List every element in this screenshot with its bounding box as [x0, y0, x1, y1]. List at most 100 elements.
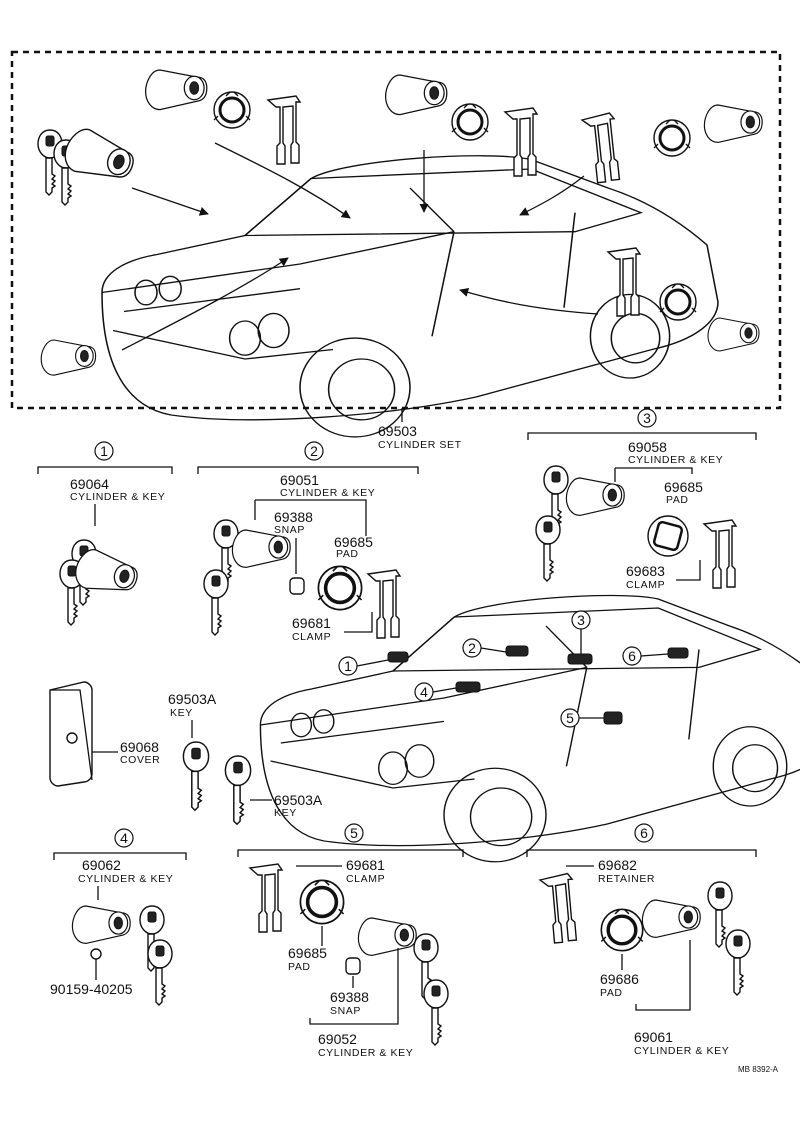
group-1-callout: [94, 441, 114, 461]
top-part-pad-2: [450, 102, 490, 142]
group-5-clamp: [249, 863, 283, 933]
group-4-id: 4: [120, 830, 128, 846]
group-4-part-number-2: 90159-40205: [50, 981, 133, 997]
group-2-cylinder-key: [203, 519, 291, 636]
group-3-cylinder-key: [535, 465, 625, 582]
group-3-part-name-2: PAD: [666, 494, 689, 506]
group-6-part-name-2: PAD: [600, 987, 623, 999]
key-2-number: 69503A: [274, 792, 323, 808]
group-4-screw: [90, 948, 102, 970]
group-4-callout: [114, 828, 134, 848]
top-part-door-cylinder-2: [384, 74, 448, 116]
top-part-pad-4: [658, 282, 698, 322]
group-5-part-number-2: 69685: [288, 945, 327, 961]
group-1-part-name: CYLINDER & KEY: [70, 491, 165, 503]
group-5-part-number-4: 69052: [318, 1031, 357, 1047]
group-2-part-name-2: SNAP: [274, 524, 305, 536]
group-6-cylinder-key: [641, 881, 751, 996]
group-5-id: 5: [350, 825, 358, 841]
group-5-cylinder-key: [357, 917, 449, 1046]
group-3-part-number-3: 69683: [626, 563, 665, 579]
key-1-number: 69503A: [168, 691, 217, 707]
top-part-door-cylinder: [144, 69, 208, 111]
group-5-part-name-2: PAD: [288, 961, 311, 973]
reference-code: MB 8392-A: [738, 1065, 779, 1074]
group-5-part-name-3: SNAP: [330, 1005, 361, 1017]
cover-number: 69068: [120, 739, 159, 755]
group-3-callout: [637, 408, 657, 428]
group-6-pad: [599, 907, 645, 953]
group-2-clamp: [367, 569, 401, 639]
group-3-part-name-1: CYLINDER & KEY: [628, 454, 723, 466]
group-3-part-name-3: CLAMP: [626, 579, 665, 591]
group-2-part-number-4: 69681: [292, 615, 331, 631]
cover-part: [49, 681, 93, 787]
car-callout-5: 5: [566, 710, 574, 726]
group-6-part-name-3: CYLINDER & KEY: [634, 1045, 729, 1057]
group-2-part-number-2: 69388: [274, 509, 313, 525]
group-4-part-name-1: CYLINDER & KEY: [78, 873, 173, 885]
group-6-part-number-2: 69686: [600, 971, 639, 987]
group-6-callout: [634, 823, 654, 843]
group-2-snap: [289, 577, 305, 595]
group-2-part-name-3: PAD: [336, 548, 359, 560]
group-1-part-number: 69064: [70, 476, 109, 492]
group-2-part-name-4: CLAMP: [292, 631, 331, 643]
top-part-clamp: [267, 95, 301, 165]
location-arrows: [121, 142, 599, 351]
set-name: CYLINDER SET: [378, 439, 462, 451]
group-2-callout: [304, 441, 324, 461]
top-part-clamp-3: [607, 247, 641, 317]
top-part-pad-3: [652, 118, 692, 158]
group-5-part-number-1: 69681: [346, 857, 385, 873]
group-2-pad: [316, 564, 364, 612]
group-5-part-number-3: 69388: [330, 989, 369, 1005]
key-1-name: KEY: [170, 707, 193, 719]
group-3-part-number-2: 69685: [664, 479, 703, 495]
cover-name: COVER: [120, 754, 160, 766]
car-callout-4: 4: [420, 684, 428, 700]
group-1-bracket: [37, 466, 173, 474]
top-part-pad: [212, 90, 252, 130]
group-5-part-name-4: CYLINDER & KEY: [318, 1047, 413, 1059]
car-illustration-bottom: [259, 594, 800, 863]
group-2-part-number-3: 69685: [334, 534, 373, 550]
car-illustration-top: [101, 155, 719, 438]
group-6-part-number-3: 69061: [634, 1029, 673, 1045]
loose-key-2: [224, 755, 252, 825]
group-6-retainer: [538, 872, 579, 945]
car-callout-1: 1: [344, 658, 352, 674]
group-6-id: 6: [640, 825, 648, 841]
group-5-pad: [298, 878, 346, 926]
group-5-callout: [344, 823, 364, 843]
cylinder-set-frame: [10, 50, 782, 410]
group-5-snap: [345, 957, 361, 975]
group-5-part-name-1: CLAMP: [346, 873, 385, 885]
group-1-cylinder-key: [59, 539, 142, 626]
group-3-id: 3: [643, 410, 651, 426]
group-2-part-name-1: CYLINDER & KEY: [280, 487, 375, 499]
car-callout-3: 3: [577, 612, 585, 628]
group-3-clamp: [703, 519, 737, 589]
top-part-cylinder-3: [703, 104, 763, 143]
group-3-pad: [647, 515, 689, 557]
top-part-ignition-cylinder: [37, 123, 140, 206]
top-part-retainer: [580, 111, 622, 185]
group-1-id: 1: [100, 443, 108, 459]
car-callouts: 1 2 3 4 5 6: [338, 610, 689, 728]
top-part-trunk-cylinder: [707, 317, 760, 352]
top-part-glovebox-cylinder: [40, 339, 97, 376]
group-4-part-number-1: 69062: [82, 857, 121, 873]
loose-key-1: [182, 741, 210, 811]
group-2-id: 2: [310, 443, 318, 459]
key-2-name: KEY: [274, 807, 297, 819]
group-2-part-number-1: 69051: [280, 472, 319, 488]
top-part-clamp-2: [504, 107, 538, 177]
car-callout-2: 2: [468, 640, 476, 656]
group-3-part-number-1: 69058: [628, 439, 667, 455]
car-callout-6: 6: [628, 648, 636, 664]
group-6-part-number-1: 69682: [598, 857, 637, 873]
set-number: 69503: [378, 423, 417, 439]
group-6-part-name-1: RETAINER: [598, 873, 655, 885]
